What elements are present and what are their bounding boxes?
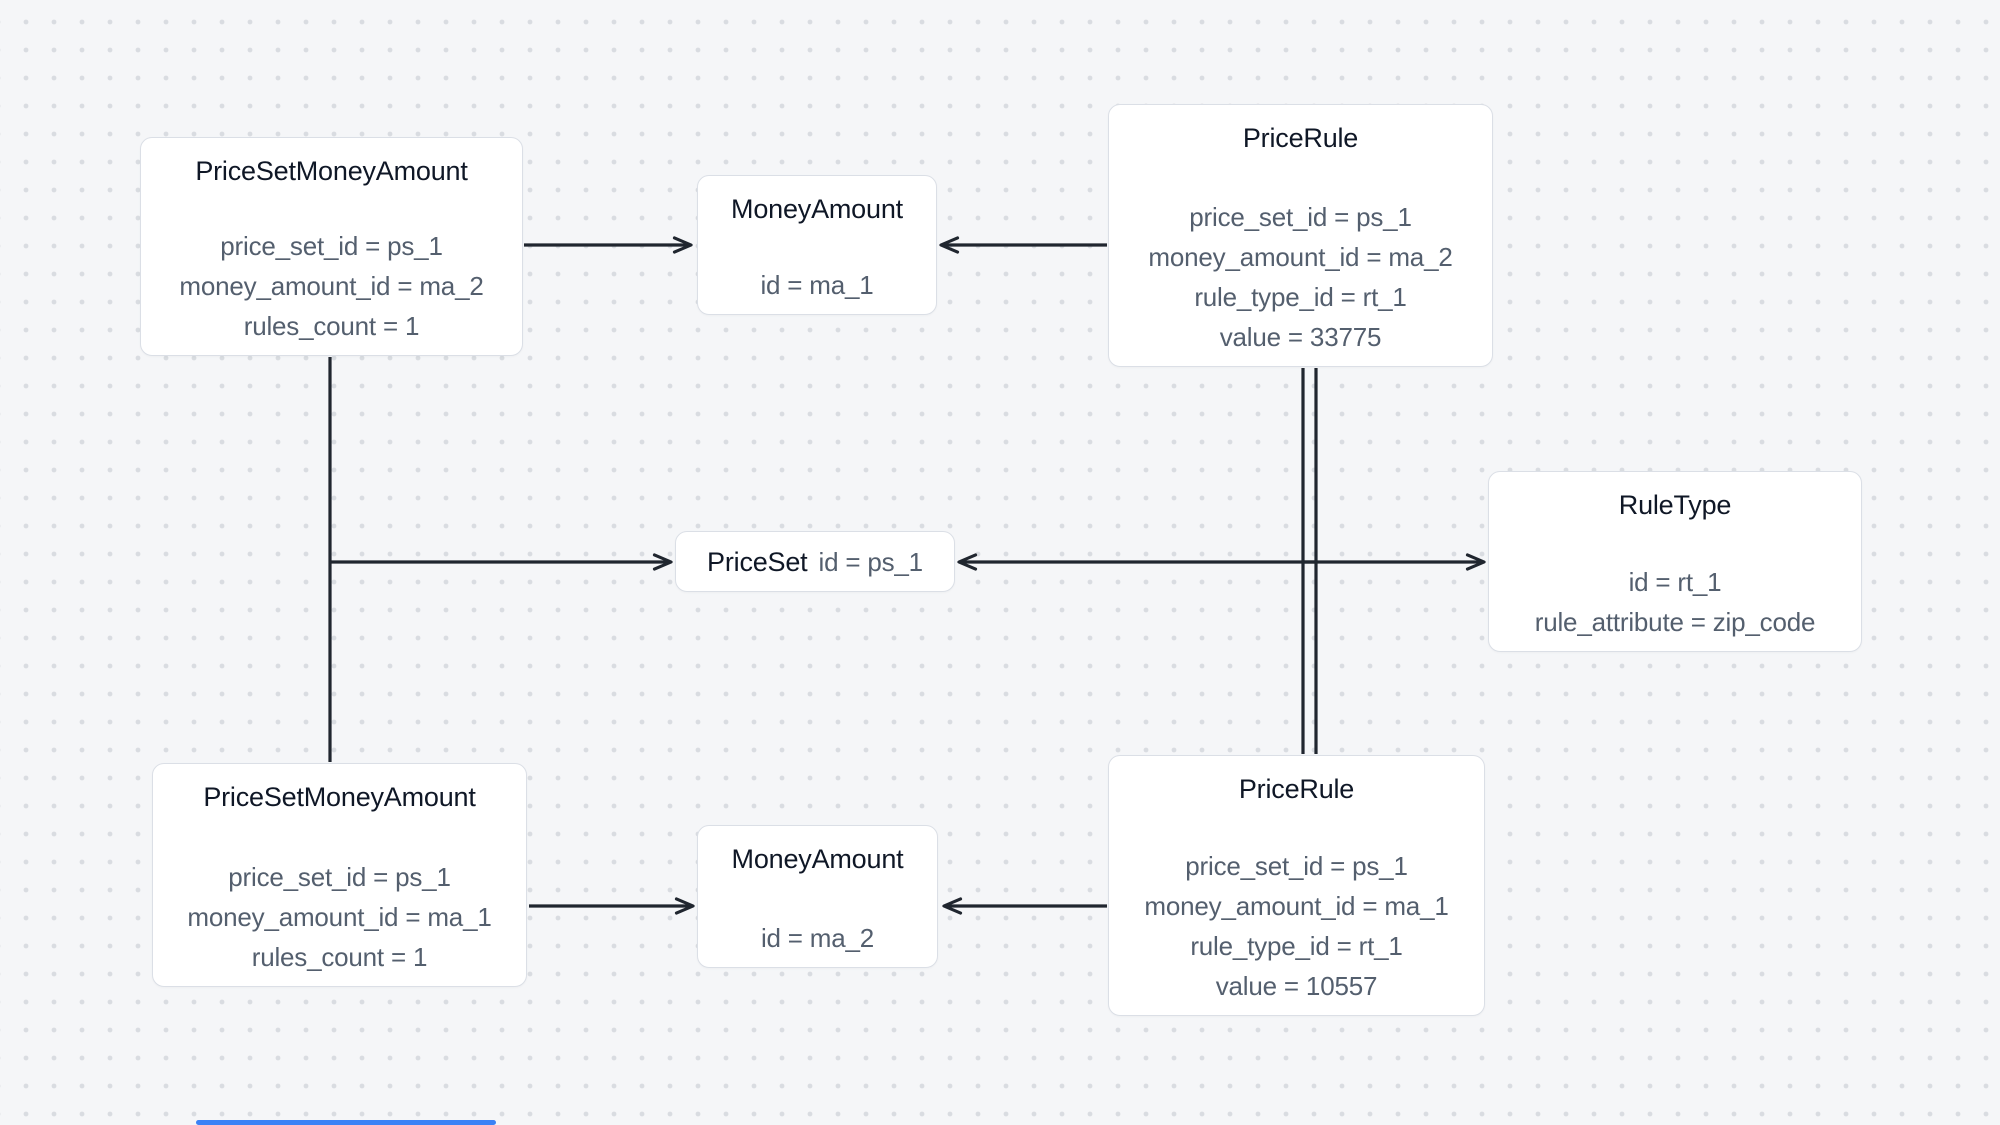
node-attribute: rules_count = 1 [243,311,420,341]
node-attributes: price_set_id = ps_1 money_amount_id = ma… [179,226,483,346]
node-price-rule-top[interactable]: PriceRule price_set_id = ps_1 money_amou… [1108,104,1493,367]
node-title: PriceRule [1238,774,1355,804]
node-title: PriceSet [707,546,808,577]
node-attribute: rule_type_id = rt_1 [1190,931,1403,961]
node-attribute: price_set_id = ps_1 [1185,851,1408,881]
node-title: MoneyAmount [731,194,903,224]
node-attribute: id = ps_1 [818,546,924,577]
node-attribute: rules_count = 1 [251,942,428,972]
node-title: PriceSetMoneyAmount [203,782,476,812]
node-attribute: price_set_id = ps_1 [228,862,451,892]
node-attribute: price_set_id = ps_1 [1189,202,1412,232]
node-title: RuleType [1618,490,1732,520]
node-attribute: id = rt_1 [1628,567,1722,597]
node-attributes: id = ma_1 [760,265,873,305]
node-attributes: price_set_id = ps_1 money_amount_id = ma… [187,857,491,977]
node-money-amount-top[interactable]: MoneyAmount id = ma_1 [697,175,937,315]
node-attributes: price_set_id = ps_1 money_amount_id = ma… [1148,197,1452,357]
node-attribute: money_amount_id = ma_1 [1144,891,1449,921]
node-attribute: price_set_id = ps_1 [220,231,443,261]
node-attributes: id = rt_1 rule_attribute = zip_code [1534,562,1816,642]
node-attribute: id = ma_2 [760,923,875,953]
node-title: PriceRule [1242,123,1359,153]
node-money-amount-bottom[interactable]: MoneyAmount id = ma_2 [697,825,938,968]
node-attribute: value = 33775 [1219,322,1382,352]
node-attribute: rule_attribute = zip_code [1534,607,1816,637]
node-price-set-money-amount-bottom[interactable]: PriceSetMoneyAmount price_set_id = ps_1 … [152,763,527,987]
node-price-set-money-amount-top[interactable]: PriceSetMoneyAmount price_set_id = ps_1 … [140,137,523,356]
node-rule-type[interactable]: RuleType id = rt_1 rule_attribute = zip_… [1488,471,1862,652]
node-attribute: value = 10557 [1215,971,1378,1001]
node-attribute: money_amount_id = ma_1 [187,902,492,932]
node-attribute: money_amount_id = ma_2 [1148,242,1453,272]
node-attribute: id = ma_1 [760,270,874,300]
node-attributes: id = ma_2 [761,918,874,958]
node-attributes: price_set_id = ps_1 money_amount_id = ma… [1144,846,1448,1006]
node-attribute: rule_type_id = rt_1 [1194,282,1407,312]
horizontal-scrollbar-thumb[interactable] [196,1120,496,1125]
node-price-set[interactable]: PriceSet id = ps_1 [675,531,955,592]
node-title: MoneyAmount [731,844,904,874]
node-title: PriceSetMoneyAmount [195,156,468,186]
node-price-rule-bottom[interactable]: PriceRule price_set_id = ps_1 money_amou… [1108,755,1485,1016]
node-attribute: money_amount_id = ma_2 [179,271,484,301]
